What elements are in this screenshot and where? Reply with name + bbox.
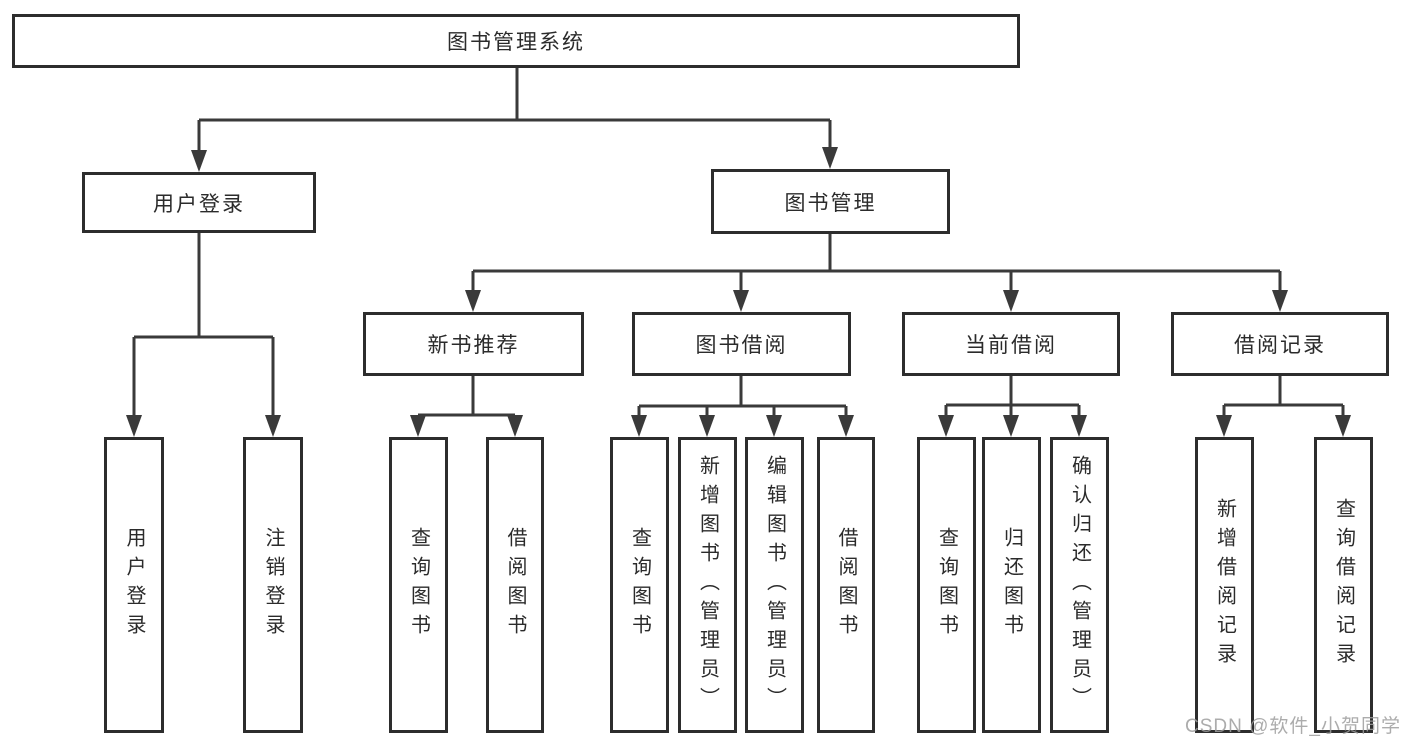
node-label: 查询图书 — [628, 527, 651, 643]
leaf-user-login: 用户登录 — [104, 437, 164, 733]
leaf-borrow-books-1: 借阅图书 — [486, 437, 544, 733]
node-label: 确认归还（管理员） — [1068, 454, 1091, 716]
node-borrow-records: 借阅记录 — [1171, 312, 1389, 376]
arrowhead-icons — [126, 147, 1351, 437]
node-label: 查询图书 — [407, 527, 430, 643]
node-current-borrow: 当前借阅 — [902, 312, 1120, 376]
node-label: 归还图书 — [1000, 527, 1023, 643]
node-label: 编辑图书（管理员） — [763, 454, 786, 716]
leaf-add-books-admin: 新增图书（管理员） — [678, 437, 737, 733]
node-root-system: 图书管理系统 — [12, 14, 1020, 68]
node-label: 用户登录 — [153, 192, 245, 216]
node-label: 注销登录 — [262, 527, 284, 643]
node-label: 查询借阅记录 — [1332, 498, 1355, 672]
node-label: 查询图书 — [935, 527, 958, 643]
leaf-query-books-2: 查询图书 — [610, 437, 669, 733]
node-label: 借阅图书 — [835, 527, 857, 643]
leaf-query-borrow-record: 查询借阅记录 — [1314, 437, 1373, 733]
leaf-borrow-books-2: 借阅图书 — [817, 437, 875, 733]
node-label: 新书推荐 — [427, 334, 520, 357]
leaf-logout: 注销登录 — [243, 437, 303, 733]
leaf-query-books-1: 查询图书 — [389, 437, 448, 733]
node-label: 借阅记录 — [1234, 334, 1326, 357]
node-label: 新增图书（管理员） — [696, 454, 719, 716]
node-label: 用户登录 — [123, 527, 145, 643]
node-label: 图书管理 — [784, 191, 877, 215]
node-book-borrow: 图书借阅 — [632, 312, 851, 376]
node-book-management: 图书管理 — [711, 169, 950, 234]
node-label: 图书借阅 — [695, 334, 788, 357]
node-label: 借阅图书 — [504, 527, 526, 643]
leaf-edit-books-admin: 编辑图书（管理员） — [745, 437, 804, 733]
node-label: 当前借阅 — [965, 334, 1057, 357]
leaf-return-books: 归还图书 — [982, 437, 1041, 733]
node-user-login-group: 用户登录 — [82, 172, 316, 233]
leaf-confirm-return-admin: 确认归还（管理员） — [1050, 437, 1109, 733]
node-new-book-recommend: 新书推荐 — [363, 312, 584, 376]
leaf-query-books-3: 查询图书 — [917, 437, 976, 733]
leaf-add-borrow-record: 新增借阅记录 — [1195, 437, 1254, 733]
node-label: 图书管理系统 — [447, 31, 585, 54]
node-label: 新增借阅记录 — [1213, 498, 1236, 672]
csdn-watermark: CSDN @软件_小贺同学 — [1185, 716, 1401, 737]
